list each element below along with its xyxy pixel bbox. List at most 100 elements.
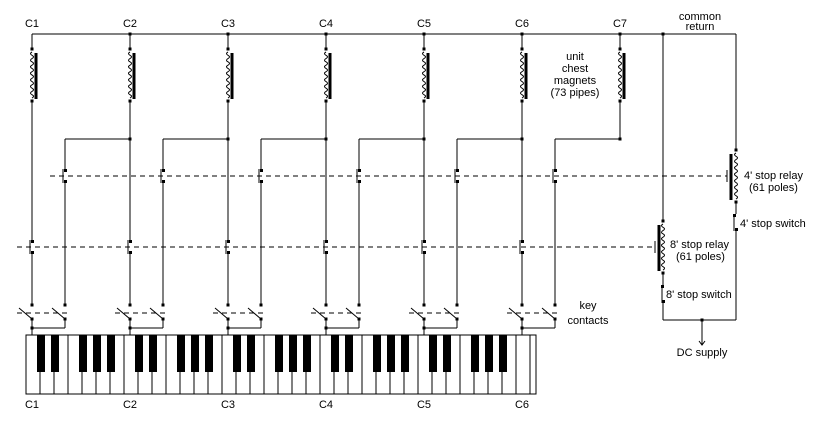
note-label-bottom: C3: [221, 399, 235, 411]
junction-dot: [63, 303, 67, 307]
key-contact-switch: [115, 307, 165, 320]
junction-dot: [161, 303, 165, 307]
black-key[interactable]: [331, 335, 339, 372]
chest-magnet-coil: [618, 51, 626, 99]
black-key[interactable]: [289, 335, 297, 372]
note-label-top: C4: [319, 18, 333, 30]
black-key[interactable]: [485, 335, 493, 372]
black-key[interactable]: [107, 335, 115, 372]
key-contact-switch: [409, 307, 459, 320]
black-key[interactable]: [135, 335, 143, 372]
junction-dot: [618, 47, 622, 51]
coil-winding: [661, 223, 665, 271]
note-label-bottom: C6: [515, 399, 529, 411]
contact-dot: [554, 180, 557, 183]
contact-dot: [325, 240, 328, 243]
key-switch-blade: [149, 307, 164, 320]
common-return-label: return: [686, 21, 715, 33]
key-contacts-label: contacts: [568, 315, 609, 327]
relay-contact: [519, 240, 524, 254]
switch-dot: [735, 228, 738, 231]
contact-dot: [423, 251, 426, 254]
coil-winding: [520, 51, 524, 99]
coil-winding: [734, 152, 738, 200]
junction-dot: [422, 303, 426, 307]
key-switch-blade: [116, 307, 131, 320]
relay-4-label: (61 poles): [749, 182, 798, 194]
switch-dot: [662, 300, 665, 303]
note-label-bottom: C1: [25, 399, 39, 411]
key-switch-blade: [214, 307, 229, 320]
contact-dot: [554, 169, 557, 172]
black-key[interactable]: [443, 335, 451, 372]
black-key[interactable]: [51, 335, 59, 372]
key-switch-blade: [410, 307, 425, 320]
key-switch-blade: [508, 307, 523, 320]
contact-dot: [423, 240, 426, 243]
key-switch-blade: [312, 307, 327, 320]
contact-dot: [358, 169, 361, 172]
junction-dot: [520, 47, 524, 51]
relay-8-label: (61 poles): [676, 251, 725, 263]
contact-dot: [325, 251, 328, 254]
dc-supply-arrow-icon: [698, 340, 706, 346]
note-label-bottom: C5: [417, 399, 431, 411]
white-key[interactable]: [515, 334, 531, 395]
junction-dot: [226, 47, 230, 51]
black-key[interactable]: [303, 335, 311, 372]
magnets-label: magnets: [554, 75, 597, 87]
key-contact-switch: [213, 307, 263, 320]
key-switch-blade: [18, 307, 33, 320]
note-label-top: C5: [417, 18, 431, 30]
note-label-top: C7: [613, 18, 627, 30]
black-key[interactable]: [37, 335, 45, 372]
contact-dot: [521, 240, 524, 243]
keyboard: [25, 334, 537, 395]
common-return-label: common: [679, 11, 721, 23]
black-key[interactable]: [275, 335, 283, 372]
black-key[interactable]: [471, 335, 479, 372]
contact-dot: [129, 240, 132, 243]
note-label-bottom: C4: [319, 399, 333, 411]
key-switch-blade: [247, 307, 262, 320]
black-key[interactable]: [93, 335, 101, 372]
junction-dot: [30, 47, 34, 51]
junction-dot: [324, 303, 328, 307]
chest-magnet-coil: [30, 51, 38, 99]
contact-dot: [260, 169, 263, 172]
black-key[interactable]: [499, 335, 507, 372]
contact-dot: [521, 251, 524, 254]
black-key[interactable]: [345, 335, 353, 372]
relay-contact: [552, 169, 557, 183]
black-key[interactable]: [373, 335, 381, 372]
black-key[interactable]: [205, 335, 213, 372]
junction-dot: [661, 219, 665, 223]
black-key[interactable]: [429, 335, 437, 372]
key-contact-switch: [17, 307, 67, 320]
coil-winding: [422, 51, 426, 99]
junction-dot: [128, 47, 132, 51]
black-key[interactable]: [401, 335, 409, 372]
black-key[interactable]: [247, 335, 255, 372]
stop-relay-4-coil: [729, 152, 738, 200]
coil-winding: [128, 51, 132, 99]
junction-dot: [259, 303, 263, 307]
chest-magnet-coil: [422, 51, 430, 99]
black-key[interactable]: [387, 335, 395, 372]
note-label-top: C2: [123, 18, 137, 30]
black-key[interactable]: [233, 335, 241, 372]
black-key[interactable]: [191, 335, 199, 372]
black-key[interactable]: [149, 335, 157, 372]
contact-dot: [31, 251, 34, 254]
contact-dot: [129, 251, 132, 254]
black-key[interactable]: [79, 335, 87, 372]
junction-dot: [324, 47, 328, 51]
contact-dot: [64, 169, 67, 172]
key-contact-switch: [311, 307, 361, 320]
note-label-bottom: C2: [123, 399, 137, 411]
junction-dot: [30, 303, 34, 307]
junction-dot: [357, 303, 361, 307]
black-key[interactable]: [177, 335, 185, 372]
junction-dot: [553, 303, 557, 307]
